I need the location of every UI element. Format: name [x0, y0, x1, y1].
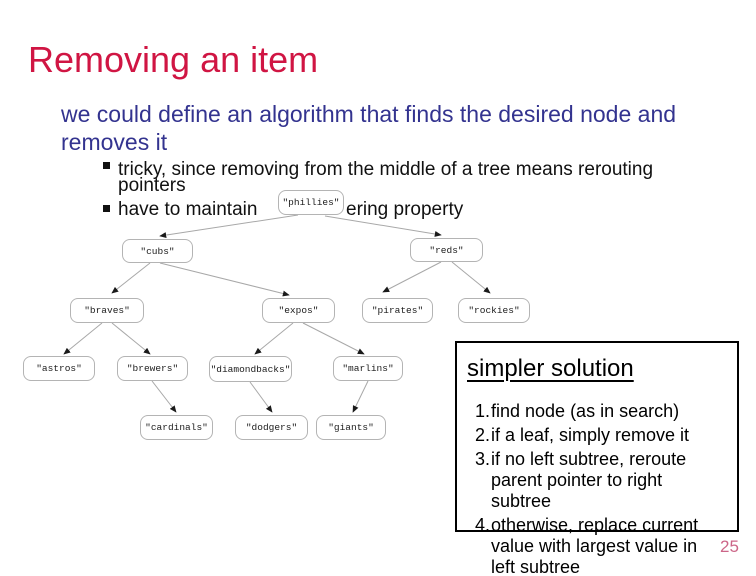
tree-node-astros: "astros"	[23, 356, 95, 381]
tree-edge-reds-pirates	[382, 261, 442, 293]
tree-edge-marlins-giants	[352, 380, 369, 413]
solution-item-1: 1.find node (as in search)	[475, 401, 737, 422]
bullet2-text-before-node: have to maintain	[118, 199, 258, 220]
solution-item-number: 4.	[475, 515, 491, 535]
tree-node-cubs: "cubs"	[122, 239, 193, 263]
solution-heading: simpler solution	[467, 355, 634, 382]
tree-edge-diamondbacks-dodgers	[249, 381, 273, 413]
tree-edge-brewers-cardinals	[151, 380, 177, 413]
tree-edge-expos-diamondbacks	[254, 322, 294, 355]
solution-list: 1.find node (as in search)2.if a leaf, s…	[475, 401, 737, 576]
tree-node-marlins: "marlins"	[333, 356, 403, 381]
tree-node-diamondbacks: "diamondbacks"	[209, 356, 292, 382]
body-text-line-2: removes it	[61, 129, 168, 155]
body-text-line-1: we could define an algorithm that finds …	[61, 101, 677, 127]
tree-edge-cubs-braves	[111, 262, 151, 294]
bullet1-line-2: pointers	[118, 175, 186, 196]
tree-edge-reds-rockies	[451, 261, 491, 294]
tree-node-giants: "giants"	[316, 415, 386, 440]
bullet-icon	[103, 205, 110, 212]
tree-node-brewers: "brewers"	[117, 356, 188, 381]
tree-edge-braves-astros	[63, 322, 103, 355]
solution-item-number: 1.	[475, 401, 491, 421]
solution-item-lines: find node (as in search)	[491, 401, 680, 421]
page-title: Removing an item	[28, 39, 319, 80]
tree-edge-braves-brewers	[111, 322, 151, 355]
tree-node-cardinals: "cardinals"	[140, 415, 213, 440]
tree-node-phillies: "phillies"	[278, 190, 344, 215]
tree-node-braves: "braves"	[70, 298, 144, 323]
bullet-icon	[103, 162, 110, 169]
tree-node-rockies: "rockies"	[458, 298, 530, 323]
solution-item-lines: if a leaf, simply remove it	[491, 425, 690, 445]
solution-overlay-box: simpler solution 1.find node (as in sear…	[455, 341, 739, 576]
tree-edge-cubs-expos	[159, 262, 290, 297]
solution-item-number: 2.	[475, 425, 491, 445]
bullet1-line-1: tricky, since removing from the middle o…	[118, 159, 654, 180]
page-number: 25	[720, 537, 739, 556]
tree-edge-expos-marlins	[302, 322, 365, 355]
solution-item-number: 3.	[475, 449, 491, 469]
solution-item-2: 2.if a leaf, simply remove it	[475, 425, 737, 446]
tree-node-dodgers: "dodgers"	[235, 415, 308, 440]
bullet2-text-after-node: ering property	[346, 199, 464, 220]
tree-node-reds: "reds"	[410, 238, 483, 262]
tree-node-pirates: "pirates"	[362, 298, 433, 323]
tree-node-expos: "expos"	[262, 298, 335, 323]
